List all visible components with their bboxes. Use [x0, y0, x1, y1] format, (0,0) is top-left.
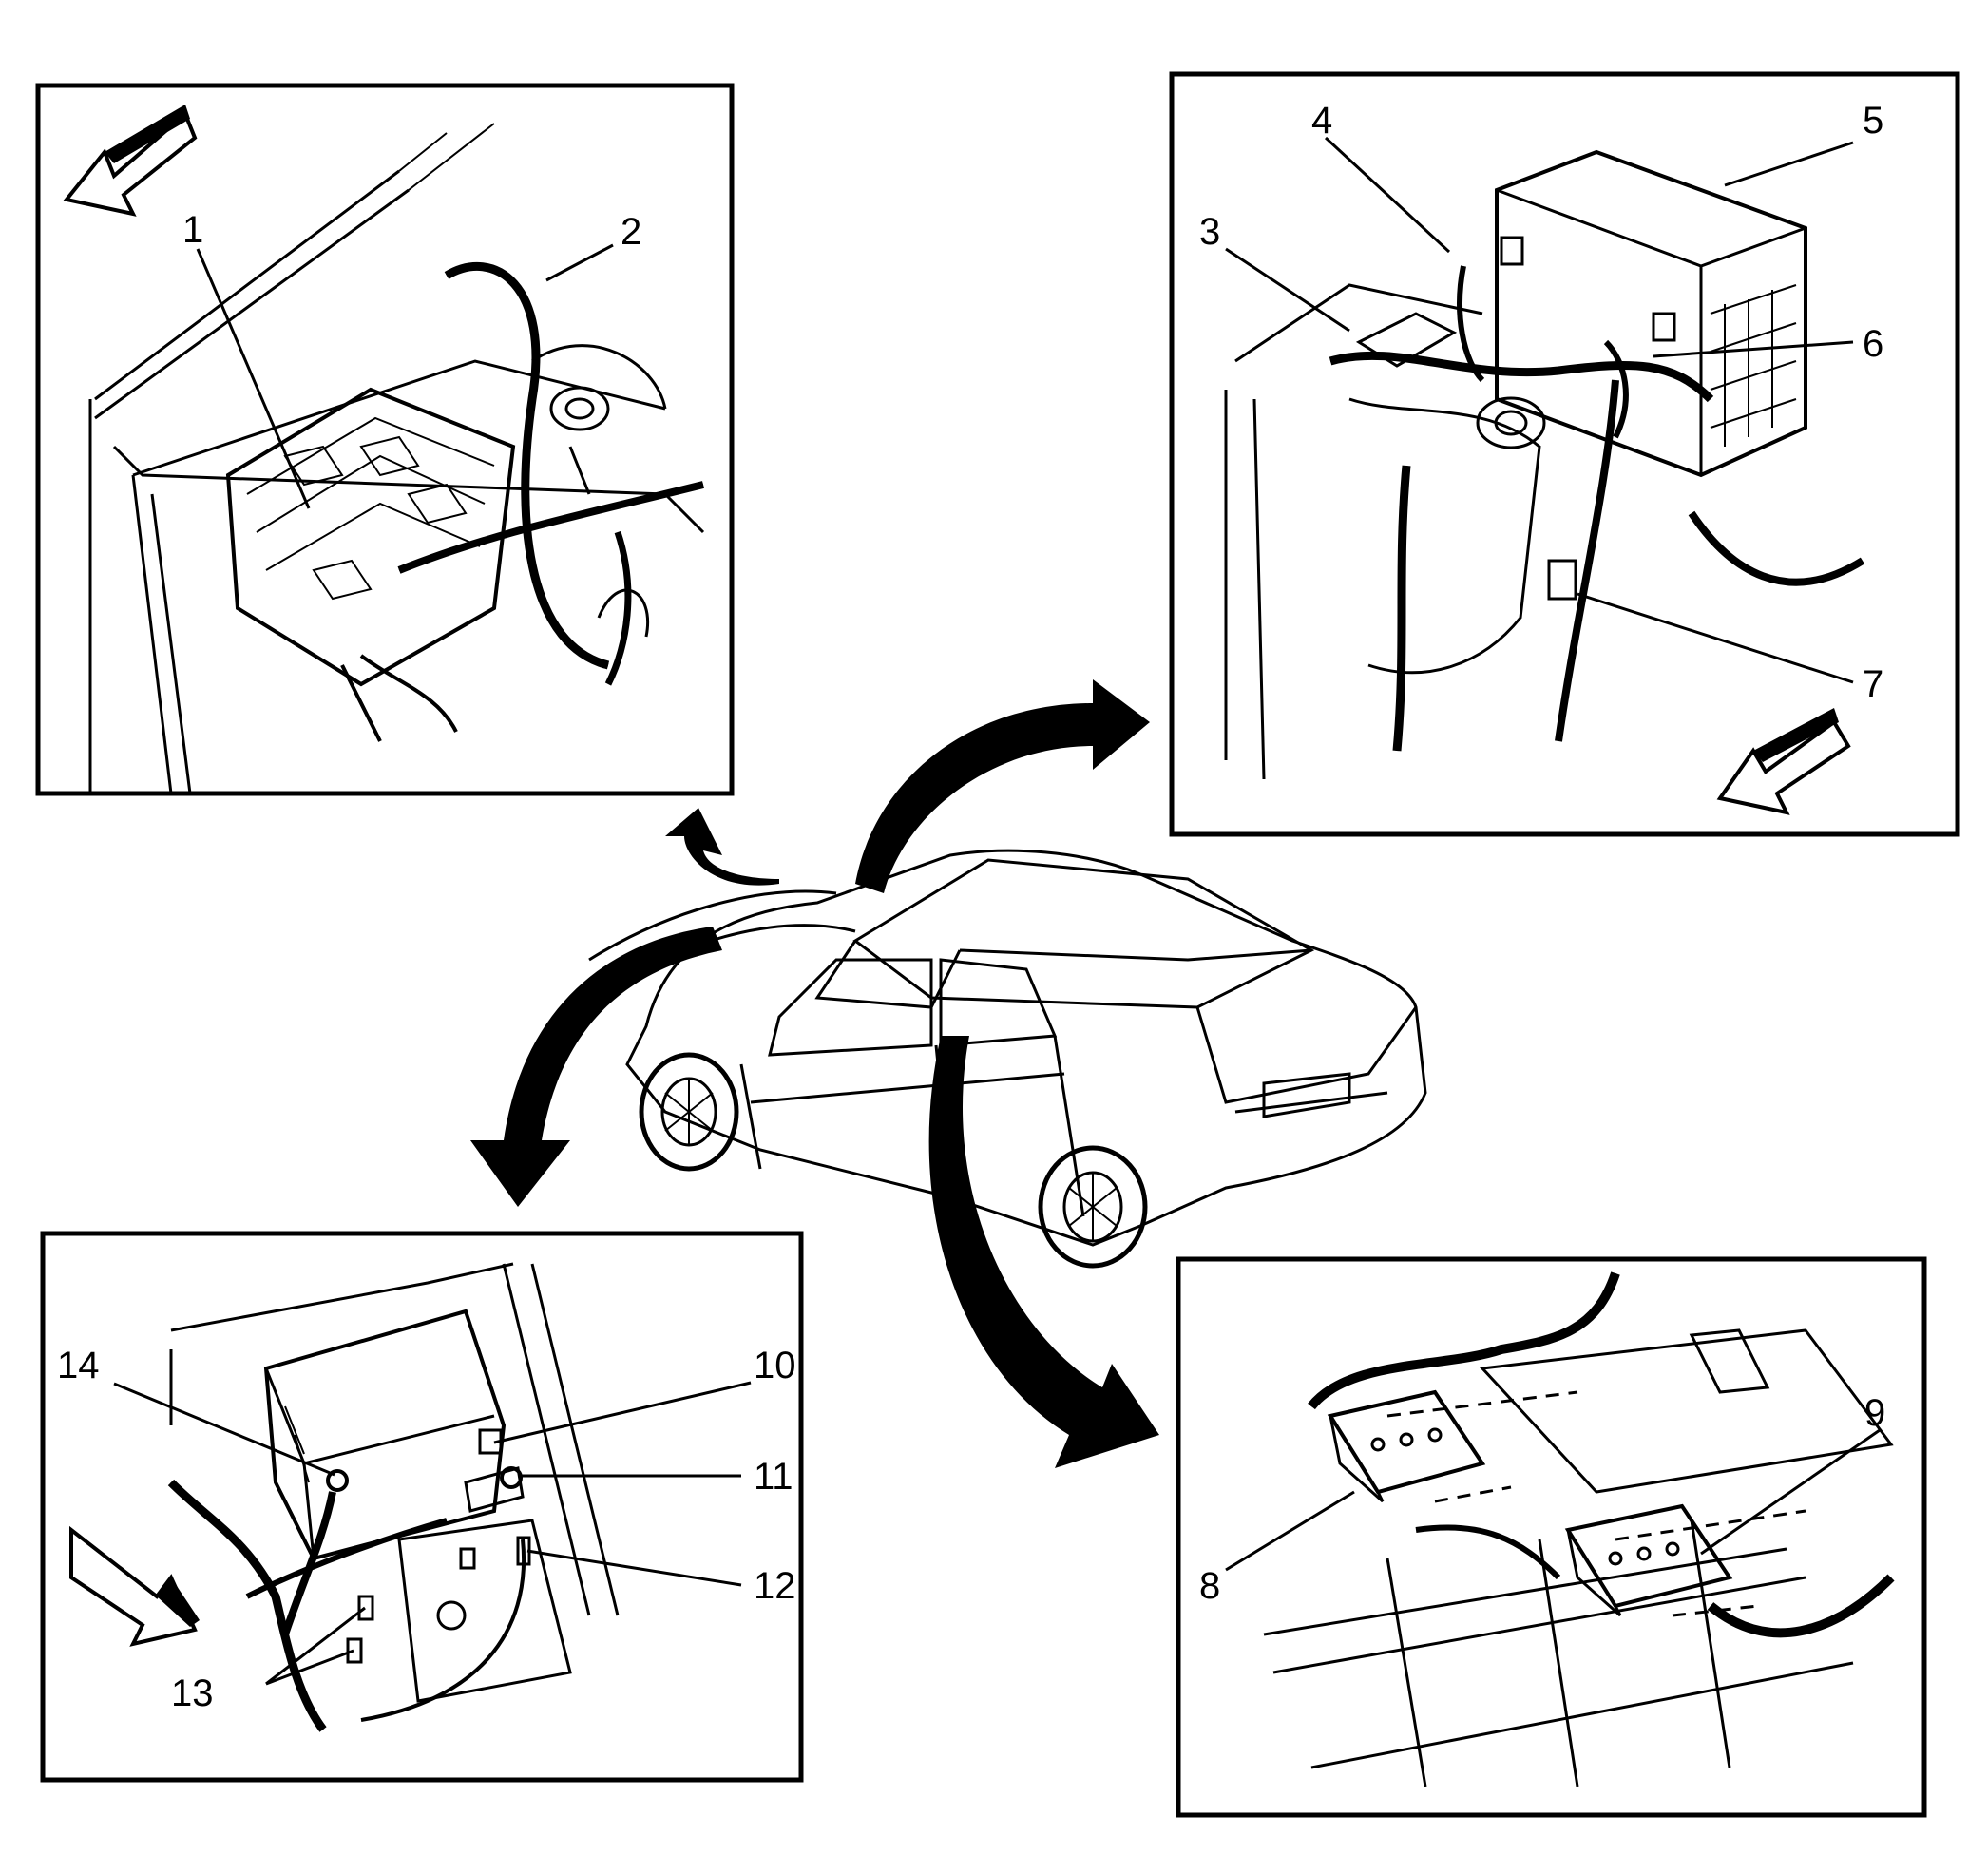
- callout-14: 14: [57, 1345, 100, 1386]
- callout-3: 3: [1199, 211, 1220, 253]
- panel-top-right: [1169, 71, 1960, 837]
- callout-9: 9: [1864, 1392, 1885, 1434]
- callout-10: 10: [754, 1345, 796, 1386]
- panel-bottom-right: [1176, 1256, 1927, 1818]
- callout-13: 13: [171, 1672, 214, 1714]
- callout-1: 1: [182, 209, 203, 251]
- callout-2: 2: [621, 211, 641, 253]
- callout-12: 12: [754, 1565, 796, 1607]
- panel-top-left: [35, 83, 735, 796]
- callout-8: 8: [1199, 1565, 1220, 1607]
- callout-6: 6: [1863, 323, 1883, 365]
- callout-7: 7: [1863, 663, 1883, 705]
- leader-lines: [113, 136, 1881, 1686]
- callout-4: 4: [1311, 100, 1332, 142]
- callout-11: 11: [754, 1456, 793, 1498]
- panel-bottom-left: [40, 1231, 804, 1783]
- callouts: 1 2 3 4 5 6 7 8 9 10 11 12 13 14: [57, 100, 1885, 1714]
- callout-5: 5: [1863, 100, 1883, 142]
- vehicle-overview: [470, 679, 1427, 1468]
